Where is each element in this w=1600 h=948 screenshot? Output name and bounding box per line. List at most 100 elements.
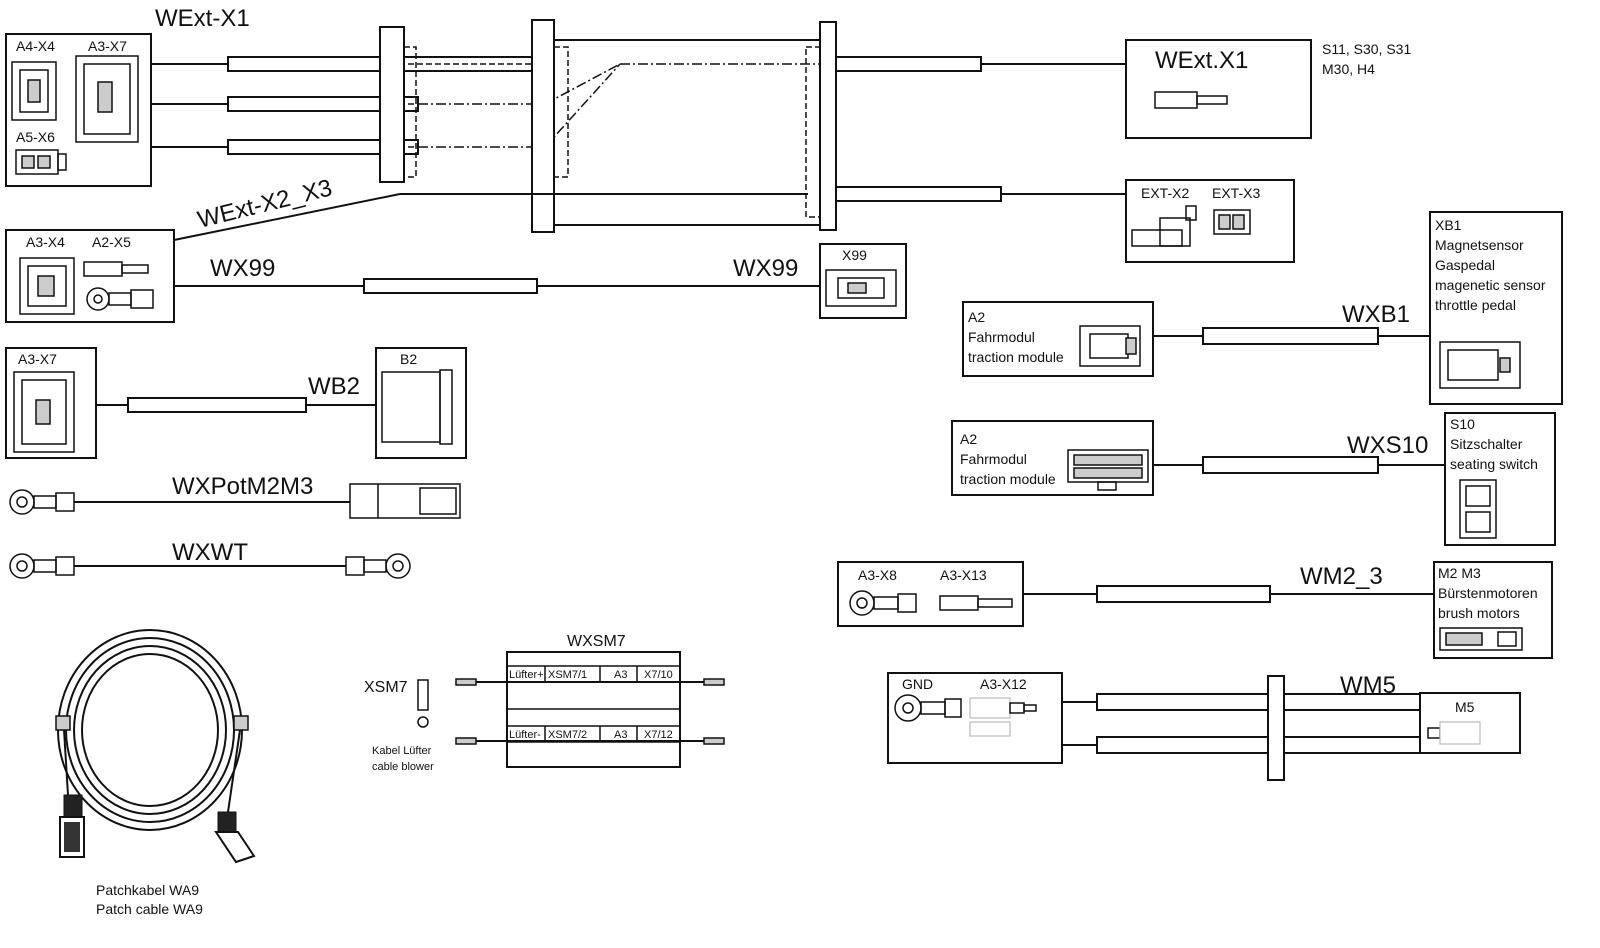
wxsm7-label: WXSM7 [567,633,626,650]
connector-label-a3-x4: A3-X4 [26,234,65,250]
bullet-terminal-icon [417,679,429,728]
connector-label-a3-x13: A3-X13 [940,567,987,583]
xb1-id: XB1 [1435,217,1462,233]
wxsm7-row1-c3: A3 [614,669,627,681]
trunk-outline [544,39,821,226]
xsm7-label: XSM7 [364,679,408,696]
patch-cable-wa9: Patchkabel WA9 Patch cable WA9 [55,629,256,917]
connector-plug-icon [1213,209,1251,235]
wext-x1-label: WExt-X1 [155,5,250,32]
s10-box [1444,412,1556,546]
connector-plug-icon [1131,205,1197,247]
wxb1-source-line1: Fahrmodul [968,329,1035,345]
cable-clamp [1267,675,1285,781]
m2-m3-line1: Bürstenmotoren [1438,585,1538,601]
connector-plug-icon [825,269,897,307]
cable-clamp [379,26,405,183]
wxsm7-row1-c1: Lüfter+ [509,669,544,681]
connector-plug-icon [15,149,67,175]
connector-plug-icon [11,61,57,121]
wext-x1-target-label: WExt.X1 [1155,47,1248,74]
wxb1-source-line2: traction module [968,349,1064,365]
connector-label-a3-x7: A3-X7 [18,351,57,367]
wm5-label: WM5 [1340,672,1396,699]
connector-label-a3-x7: A3-X7 [88,38,127,54]
wm5-cable [1096,736,1421,754]
wb2-label: WB2 [308,373,360,400]
wxsm7-row2-c2: XSM7/2 [548,729,587,741]
m2-m3-line2: brush motors [1438,605,1520,621]
target-label-ext-x3: EXT-X3 [1212,185,1260,201]
wm2-3-harness: A3-X8 A3-X13 WM2_3 M2 M3 Bürstenmotoren … [837,561,1553,659]
connector-plug-icon [1439,627,1523,651]
xsm7-caption-de: Kabel Lüfter [372,745,432,757]
wxb1-cable [1202,327,1379,345]
wx99-cable [363,278,538,294]
target-label-ext-x2: EXT-X2 [1141,185,1189,201]
wext-x2-x3-target-box [1125,179,1295,263]
wxs10-cable [1202,456,1379,474]
wire-ferrule-icon [83,261,149,277]
connector-label-a3-x12: A3-X12 [980,676,1027,692]
wm2-3-label: WM2_3 [1300,563,1383,590]
wm5-harness: GND A3-X12 WM5 M5 [887,672,1521,781]
wxb1-label: WXB1 [1342,301,1410,328]
wxb1-source-box [962,301,1154,377]
wxb1-harness: A2 Fahrmodul traction module WXB1 XB1 Ma… [962,211,1563,405]
bullet-terminal-icon [703,678,725,686]
bullet-terminal-icon [703,737,725,745]
ring-terminal-icon [345,553,411,579]
m5-label: M5 [1455,699,1475,715]
wext-x1-note-2: M30, H4 [1322,61,1375,77]
wxpotm2m3-label: WXPotM2M3 [172,473,313,500]
wxb1-source-id: A2 [968,309,985,325]
xb1-line2: Gaspedal [1435,257,1495,273]
xb1-line4: throttle pedal [1435,297,1516,313]
b2-label: B2 [400,351,417,367]
wext-x1-note-1: S11, S30, S31 [1322,41,1411,57]
cable-clamp [531,19,555,233]
wire-ferrule-icon [1154,91,1228,109]
wext-x1-target-box [1125,39,1312,139]
wext-x2-x3-harness: WExt-X2_X3 A3-X4 A2-X5 EXT-X2 EXT-X3 [5,174,1295,323]
connector-plug-icon [1079,325,1141,367]
wext-x1-cable [835,56,982,72]
wire-ferrule-icon [939,595,1013,611]
wxwt-harness: WXWT [9,539,411,579]
wxsm7-row1-c4: X7/10 [644,669,673,681]
xsm7-caption-en: cable blower [372,761,434,773]
wext-x1-harness: WExt-X1 A4-X4 A3-X7 A5-X6 [5,5,1411,233]
cable-clamp [819,21,837,231]
wire-ferrule-icon [969,697,1037,737]
wxsm7-harness: WXSM7 XSM7 Kabel Lüfter cable blower Lüf… [364,633,725,773]
connector-plug-icon [75,55,139,143]
wm2-3-cable [1096,585,1271,603]
m2-m3-id: M2 M3 [1438,565,1481,581]
wx99-harness: WX99 WX99 X99 [174,243,907,319]
wext-x2-x3-cable [835,186,1002,202]
xb1-line3: magenetic sensor [1435,277,1546,293]
patch-label-en: Patch cable WA9 [96,901,203,917]
connector-plug-icon [1439,341,1521,389]
wxsm7-row2-c3: A3 [614,729,627,741]
ring-terminal-icon [9,553,75,579]
wxs10-source-id: A2 [960,431,977,447]
connector-plug-icon [13,371,75,453]
ring-terminal-icon [9,489,75,515]
bullet-terminal-icon [455,678,477,686]
connector-label-gnd: GND [902,676,933,692]
s10-line2: seating switch [1450,456,1538,472]
b2-box [375,347,467,459]
connector-plug-icon [349,483,461,519]
connector-plug-icon [381,369,453,445]
connector-label-a3-x8: A3-X8 [858,567,897,583]
wx99-label-right: WX99 [733,255,798,282]
s10-line1: Sitzschalter [1450,436,1523,452]
connector-plug-icon [19,257,75,315]
bullet-terminal-icon [455,737,477,745]
ring-terminal-icon [86,287,154,311]
patch-label-de: Patchkabel WA9 [96,882,199,898]
wxpotm2m3-harness: WXPotM2M3 [9,473,461,519]
wxs10-source-line1: Fahrmodul [960,451,1027,467]
